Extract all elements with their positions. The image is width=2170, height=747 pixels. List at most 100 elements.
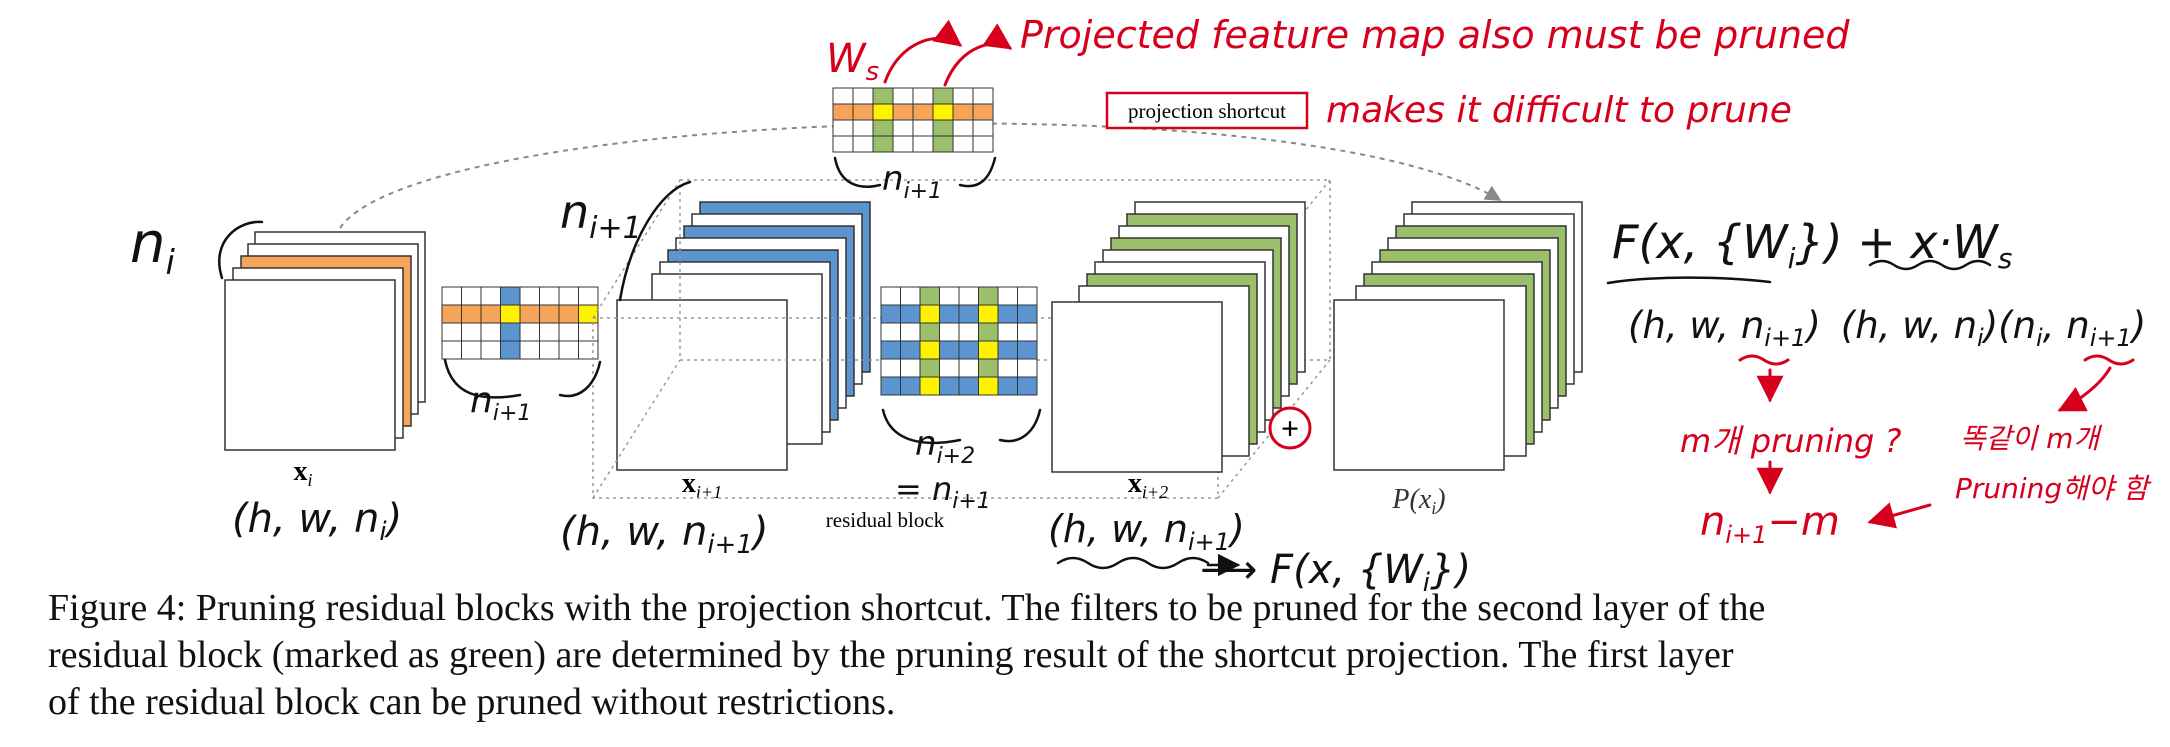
kernel-cell bbox=[952, 119, 974, 137]
kernel-cell bbox=[519, 322, 540, 342]
kernel-cell bbox=[972, 87, 994, 105]
kernel-cell bbox=[919, 286, 940, 306]
kernel-cell bbox=[1017, 304, 1038, 324]
kernel-cell bbox=[880, 322, 901, 342]
kernel-cell bbox=[892, 103, 914, 121]
kernel-cell bbox=[441, 322, 462, 342]
kernel-cell bbox=[978, 322, 999, 342]
kernel-cell bbox=[558, 322, 579, 342]
kernel-cell bbox=[519, 340, 540, 360]
hw-formula-main: F(x, {Wi}) + x·Ws bbox=[1612, 215, 2012, 275]
kernel-cell bbox=[461, 286, 482, 306]
kernel-cell bbox=[958, 286, 979, 306]
kernel-cell bbox=[872, 135, 894, 153]
kernel-cell bbox=[900, 358, 921, 378]
kernel-cell bbox=[939, 322, 960, 342]
hw-eq-ni1: = ni+1 bbox=[895, 470, 991, 514]
kernel-cell bbox=[480, 304, 501, 324]
feature-map-xi1 bbox=[616, 201, 871, 471]
kernel-cell bbox=[978, 358, 999, 378]
figure-caption: Figure 4: Pruning residual blocks with t… bbox=[48, 587, 1766, 723]
kernel-cell bbox=[480, 286, 501, 306]
kernel-w1 bbox=[441, 286, 599, 360]
kernel-cell bbox=[912, 119, 934, 137]
kernel-cell bbox=[900, 322, 921, 342]
kernel-cell bbox=[939, 340, 960, 360]
bracket-ni1-top bbox=[618, 180, 692, 302]
projection-shortcut-label: projection shortcut bbox=[1105, 91, 1309, 130]
kernel-cell bbox=[500, 340, 521, 360]
kernel-cell bbox=[997, 304, 1018, 324]
kernel-cell bbox=[978, 376, 999, 396]
kernel-cell bbox=[461, 322, 482, 342]
kernel-cell bbox=[997, 340, 1018, 360]
kernel-cell bbox=[852, 119, 874, 137]
kernel-cell bbox=[932, 103, 954, 121]
kernel-cell bbox=[919, 358, 940, 378]
kernel-cell bbox=[997, 286, 1018, 306]
red-note-top: Projected feature map also must be prune… bbox=[1020, 13, 1850, 57]
kernel-cell bbox=[578, 286, 599, 306]
kernel-cell bbox=[997, 376, 1018, 396]
label-xi2: xi+2 bbox=[1128, 468, 1168, 502]
kernel-cell bbox=[997, 358, 1018, 378]
hw-ni: ni bbox=[130, 211, 176, 283]
brace-ws bbox=[833, 156, 997, 188]
kernel-cell bbox=[480, 340, 501, 360]
kernel-cell bbox=[872, 103, 894, 121]
kernel-cell bbox=[900, 340, 921, 360]
wavy-shape-xi2 bbox=[1056, 556, 1210, 570]
hw-ws: Ws bbox=[826, 36, 879, 87]
feature-map-xi bbox=[224, 231, 426, 451]
svg-text:projection shortcut: projection shortcut bbox=[1128, 99, 1286, 123]
red-arrow-left bbox=[1867, 502, 1932, 529]
kernel-cell bbox=[852, 87, 874, 105]
kernel-cell bbox=[500, 286, 521, 306]
kernel-cell bbox=[900, 304, 921, 324]
kernel-cell bbox=[919, 376, 940, 396]
kernel-cell bbox=[939, 376, 960, 396]
kernel-cell bbox=[932, 135, 954, 153]
kernel-cell bbox=[932, 87, 954, 105]
kernel-cell bbox=[578, 340, 599, 360]
kernel-ws bbox=[832, 87, 994, 153]
hw-ni1-ws: ni+1 bbox=[882, 159, 942, 204]
kernel-cell bbox=[952, 103, 974, 121]
kernel-cell bbox=[880, 340, 901, 360]
red-m-pruning: m개 pruning ? bbox=[1680, 422, 1901, 460]
kernel-cell bbox=[919, 322, 940, 342]
kernel-cell bbox=[480, 322, 501, 342]
kernel-cell bbox=[912, 103, 934, 121]
kernel-cell bbox=[832, 103, 854, 121]
hw-formula-shapes: (h, w, ni+1)(h, w, ni)(ni, ni+1) bbox=[1628, 304, 2146, 352]
hw-shape-xi1: (h, w, ni+1) bbox=[560, 509, 769, 560]
kernel-cell bbox=[852, 135, 874, 153]
kernel-cell bbox=[952, 135, 974, 153]
label-xi: xi bbox=[293, 456, 312, 490]
red-wave-n1 bbox=[1738, 354, 1790, 366]
kernel-cell bbox=[872, 87, 894, 105]
kernel-cell bbox=[578, 304, 599, 324]
kernel-cell bbox=[832, 87, 854, 105]
kernel-cell bbox=[958, 322, 979, 342]
kernel-cell bbox=[952, 87, 974, 105]
wavy-formula-ws bbox=[1868, 259, 1992, 271]
kernel-cell bbox=[972, 103, 994, 121]
red-arrow-ws-to-note bbox=[883, 19, 963, 84]
kernel-cell bbox=[558, 286, 579, 306]
kernel-cell bbox=[519, 304, 540, 324]
kernel-cell bbox=[461, 304, 482, 324]
kernel-cell bbox=[958, 358, 979, 378]
kernel-cell bbox=[978, 340, 999, 360]
feature-map-pxi bbox=[1333, 201, 1583, 471]
kernel-cell bbox=[1017, 358, 1038, 378]
hw-ni1-kernel1: ni+1 bbox=[470, 380, 531, 426]
hw-shape-xi: (h, w, ni) bbox=[232, 496, 402, 547]
kernel-cell bbox=[539, 286, 560, 306]
kernel-cell bbox=[978, 304, 999, 324]
kernel-cell bbox=[441, 340, 462, 360]
feature-map-xi2 bbox=[1051, 201, 1306, 473]
kernel-cell bbox=[939, 358, 960, 378]
kernel-cell bbox=[558, 304, 579, 324]
